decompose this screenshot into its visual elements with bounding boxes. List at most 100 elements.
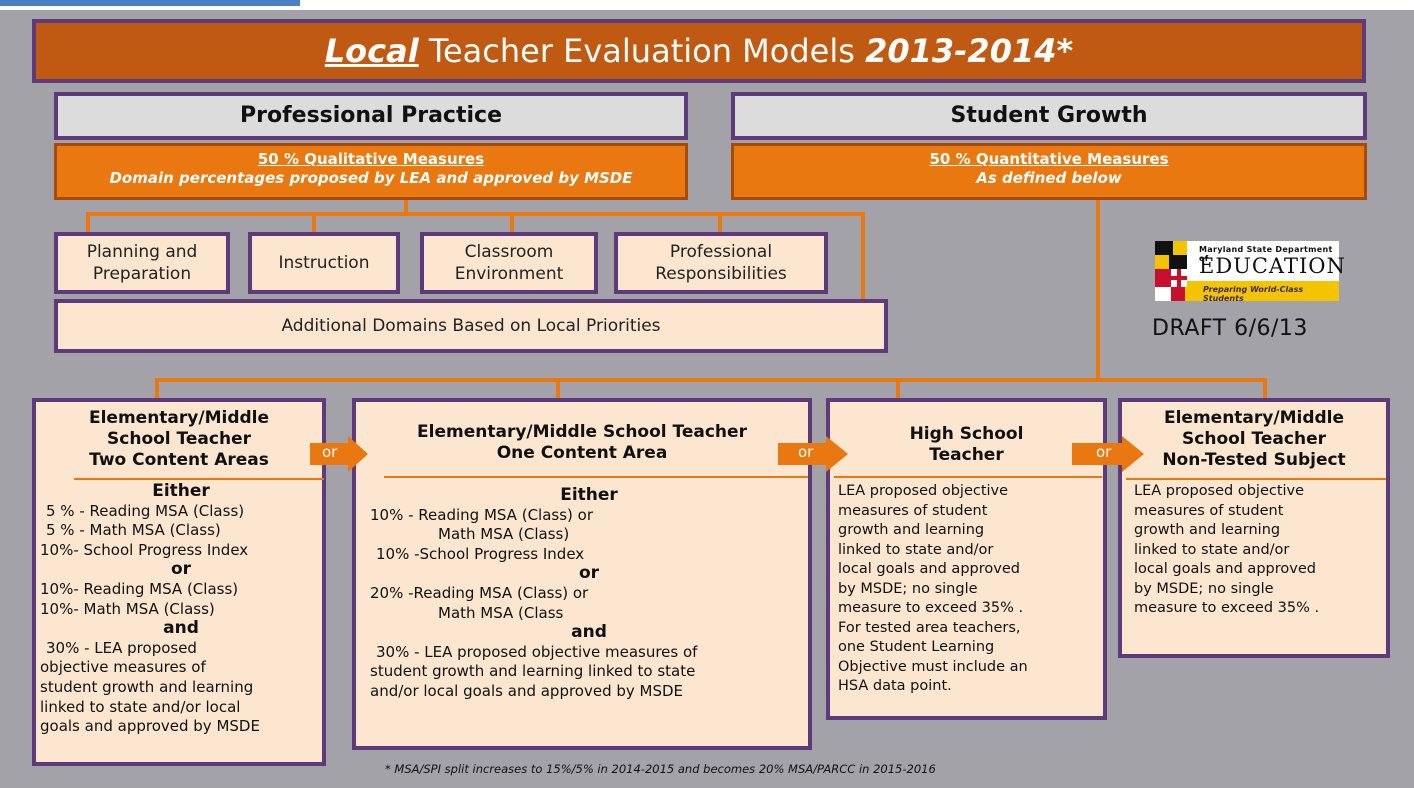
or-arrow: or: [310, 436, 368, 472]
card-heading-line: Elementary/Middle: [88, 408, 270, 428]
card-body-line: LEA proposed objective: [1134, 483, 1305, 499]
card-heading-line: Elementary/Middle: [1163, 408, 1345, 428]
arrow-right-icon: [778, 436, 848, 472]
card-heading-line: Non-Tested Subject: [1162, 450, 1346, 470]
card-heading-line: School Teacher: [1182, 429, 1326, 449]
card-body: Either 10% - Reading MSA (Class) or Math…: [370, 485, 808, 702]
card-heading-line: Teacher: [929, 445, 1004, 465]
card-body-line: and/or local goals and approved by MSDE: [370, 681, 684, 700]
card-heading-line: Two Content Areas: [89, 450, 269, 470]
domain-label-line: Planning and: [86, 242, 198, 262]
top-strip: [0, 0, 1414, 10]
top-strip-accent: [0, 0, 300, 6]
card-body-line: and: [571, 622, 607, 643]
or-label: or: [1096, 443, 1112, 461]
additional-domains-box: Additional Domains Based on Local Priori…: [54, 299, 888, 353]
title-text: Teacher Evaluation Models: [428, 32, 855, 70]
card-elementary-two-content: Elementary/Middle School Teacher Two Con…: [32, 398, 326, 766]
connector-line: [155, 378, 1267, 382]
card-body-line: student growth and learning: [40, 677, 254, 696]
domain-label-line: Instruction: [278, 253, 370, 273]
card-body-line: linked to state and/or: [1134, 541, 1290, 558]
card-body-line: 10%- School Progress Index: [40, 540, 249, 559]
msde-logo-graphic: [1155, 241, 1339, 301]
domain-label-line: Environment: [454, 264, 564, 284]
quantitative-measures-note: As defined below: [976, 169, 1122, 187]
connector-line: [404, 200, 408, 214]
card-body-line: 30% - LEA proposed: [46, 638, 197, 657]
or-label: or: [798, 443, 814, 461]
card-heading-rule: [74, 478, 324, 480]
or-label: or: [322, 443, 338, 461]
arrow-right-icon: [1072, 436, 1144, 472]
logo-line1: Maryland State Department of: [1199, 245, 1333, 263]
card-body-line: linked to state and/or: [838, 541, 994, 558]
card-heading-line: One Content Area: [496, 443, 668, 463]
card-body-line: by MSDE; no single: [1134, 580, 1274, 597]
connector-line: [1096, 200, 1100, 380]
card-heading: Elementary/Middle School Teacher Non-Tes…: [1122, 408, 1386, 471]
card-heading: Elementary/Middle School Teacher One Con…: [356, 422, 808, 464]
card-body-line: one Student Learning: [838, 639, 995, 655]
card-body-line: local goals and approved: [1134, 561, 1316, 577]
card-body-line: measures of student: [1134, 502, 1284, 519]
student-growth-header: Student Growth: [731, 92, 1367, 140]
card-body-line: or: [578, 563, 600, 584]
card-heading: Elementary/Middle School Teacher Two Con…: [36, 408, 322, 471]
card-heading: High School Teacher: [830, 424, 1103, 466]
domain-label-line: Preparation: [92, 264, 192, 284]
qualitative-measures-title: 50 % Qualitative Measures: [257, 150, 485, 168]
card-body-line: 10% - Reading MSA (Class) or: [370, 505, 593, 524]
card-body-line: goals and approved by MSDE: [40, 717, 260, 736]
card-body-line: HSA data point.: [838, 678, 952, 694]
domain-label-line: Responsibilities: [655, 264, 787, 284]
arrow-right-icon: [310, 436, 368, 472]
domain-instruction: Instruction: [248, 232, 400, 294]
card-body: Either 5 % - Reading MSA (Class) 5 % - M…: [40, 481, 322, 737]
connector-line: [155, 378, 159, 400]
domain-label-line: Classroom: [464, 242, 554, 262]
connector-line: [556, 378, 560, 400]
connector-line: [510, 212, 514, 234]
card-body: LEA proposed objective measures of stude…: [838, 482, 1104, 697]
logo-line2: EDUCATION: [1199, 254, 1346, 278]
domain-label-line: Professional: [669, 242, 773, 262]
card-heading-rule: [384, 476, 808, 478]
card-body-line: 20% -Reading MSA (Class) or: [370, 583, 589, 602]
card-body-line: and: [163, 618, 199, 639]
card-body-line: growth and learning: [1134, 522, 1281, 538]
card-body-line: Math MSA (Class): [438, 525, 570, 544]
card-high-school: High School Teacher LEA proposed objecti…: [826, 398, 1107, 720]
card-body-line: 10% -School Progress Index: [376, 544, 585, 563]
connector-line: [1263, 378, 1267, 400]
card-body-line: 30% - LEA proposed objective measures of: [376, 642, 698, 661]
card-body-line: local goals and approved: [838, 561, 1020, 577]
page-title: Local Teacher Evaluation Models 2013-201…: [32, 19, 1366, 83]
title-local: Local: [324, 32, 419, 70]
card-body-line: Either: [152, 481, 210, 501]
draft-date: DRAFT 6/6/13: [1152, 316, 1308, 341]
card-body-line: growth and learning: [838, 522, 985, 538]
connector-line: [861, 212, 865, 302]
qualitative-measures-note: Domain percentages proposed by LEA and a…: [109, 169, 633, 187]
footnote: * MSA/SPI split increases to 15%/5% in 2…: [385, 762, 936, 776]
card-body-line: Math MSA (Class: [438, 603, 564, 622]
or-arrow: or: [778, 436, 848, 472]
connector-line: [312, 212, 316, 234]
card-body-line: objective measures of: [40, 658, 206, 677]
title-years: 2013-2014*: [865, 32, 1074, 70]
card-body-line: measure to exceed 35% .: [838, 600, 1024, 616]
professional-practice-header: Professional Practice: [54, 92, 688, 140]
card-body-line: linked to state and/or local: [40, 697, 241, 716]
msde-logo: Maryland State Department of EDUCATION P…: [1155, 241, 1345, 303]
connector-line: [86, 212, 865, 216]
card-body-line: 5 % - Reading MSA (Class): [46, 501, 245, 520]
card-heading-line: High School: [909, 424, 1024, 444]
card-body-line: For tested area teachers,: [838, 619, 1021, 636]
card-body-line: measure to exceed 35% .: [1134, 600, 1320, 616]
card-elementary-one-content: Elementary/Middle School Teacher One Con…: [352, 398, 812, 750]
or-arrow: or: [1072, 436, 1144, 472]
